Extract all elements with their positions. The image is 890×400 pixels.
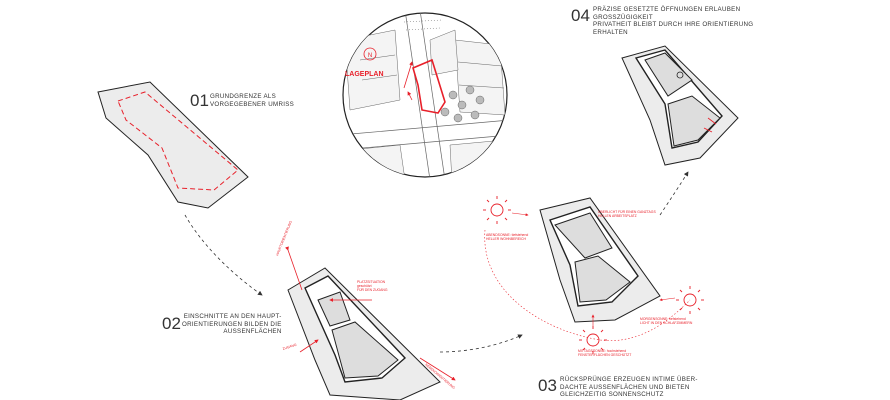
step-number: 04 [571, 6, 590, 25]
step-number: 01 [190, 91, 209, 110]
sun-icon-morning [676, 286, 704, 314]
step-description: RÜCKSPRÜNGE ERZEUGEN INTIME ÜBER- DACHTE… [560, 376, 698, 399]
step-number: 03 [538, 376, 557, 395]
step-01: 01 GRUNDGRENZE ALS VORGEGEBENER UMRISS [190, 92, 300, 122]
flow-arrow-02-03 [439, 334, 523, 353]
step-03: 03 RÜCKSPRÜNGE ERZEUGEN INTIME ÜBER- DAC… [538, 376, 728, 400]
sun-icon-midday [579, 326, 607, 354]
plot-step-04 [621, 45, 739, 166]
step-description: EINSCHNITTE AN DEN HAUPT- ORIENTIERUNGEN… [182, 313, 282, 336]
step-number: 02 [162, 314, 181, 333]
step-description: GRUNDGRENZE ALS VORGEGEBENER UMRISS [210, 93, 295, 108]
step-02: 02 EINSCHNITTE AN DEN HAUPT- ORIENTIERUN… [162, 312, 302, 346]
plot-step-01 [97, 81, 249, 209]
north-label: N [368, 53, 372, 59]
flow-arrow-03-04 [659, 171, 689, 216]
step-04: 04 PRÄZISE GESETZTE ÖFFNUNGEN ERLAUBEN G… [571, 6, 761, 42]
annot-zugang: ZUGANG [282, 343, 297, 351]
flow-arrow-01-02 [184, 214, 263, 296]
annot-hauptorientierung: HAUPTORIENTIERUNG [275, 220, 293, 257]
lageplan-circle: N LAGEPLAN [342, 12, 508, 178]
sun-icon-evening [483, 196, 511, 224]
lageplan-label: LAGEPLAN [345, 71, 384, 78]
step-description: PRÄZISE GESETZTE ÖFFNUNGEN ERLAUBEN GROS… [593, 6, 754, 36]
